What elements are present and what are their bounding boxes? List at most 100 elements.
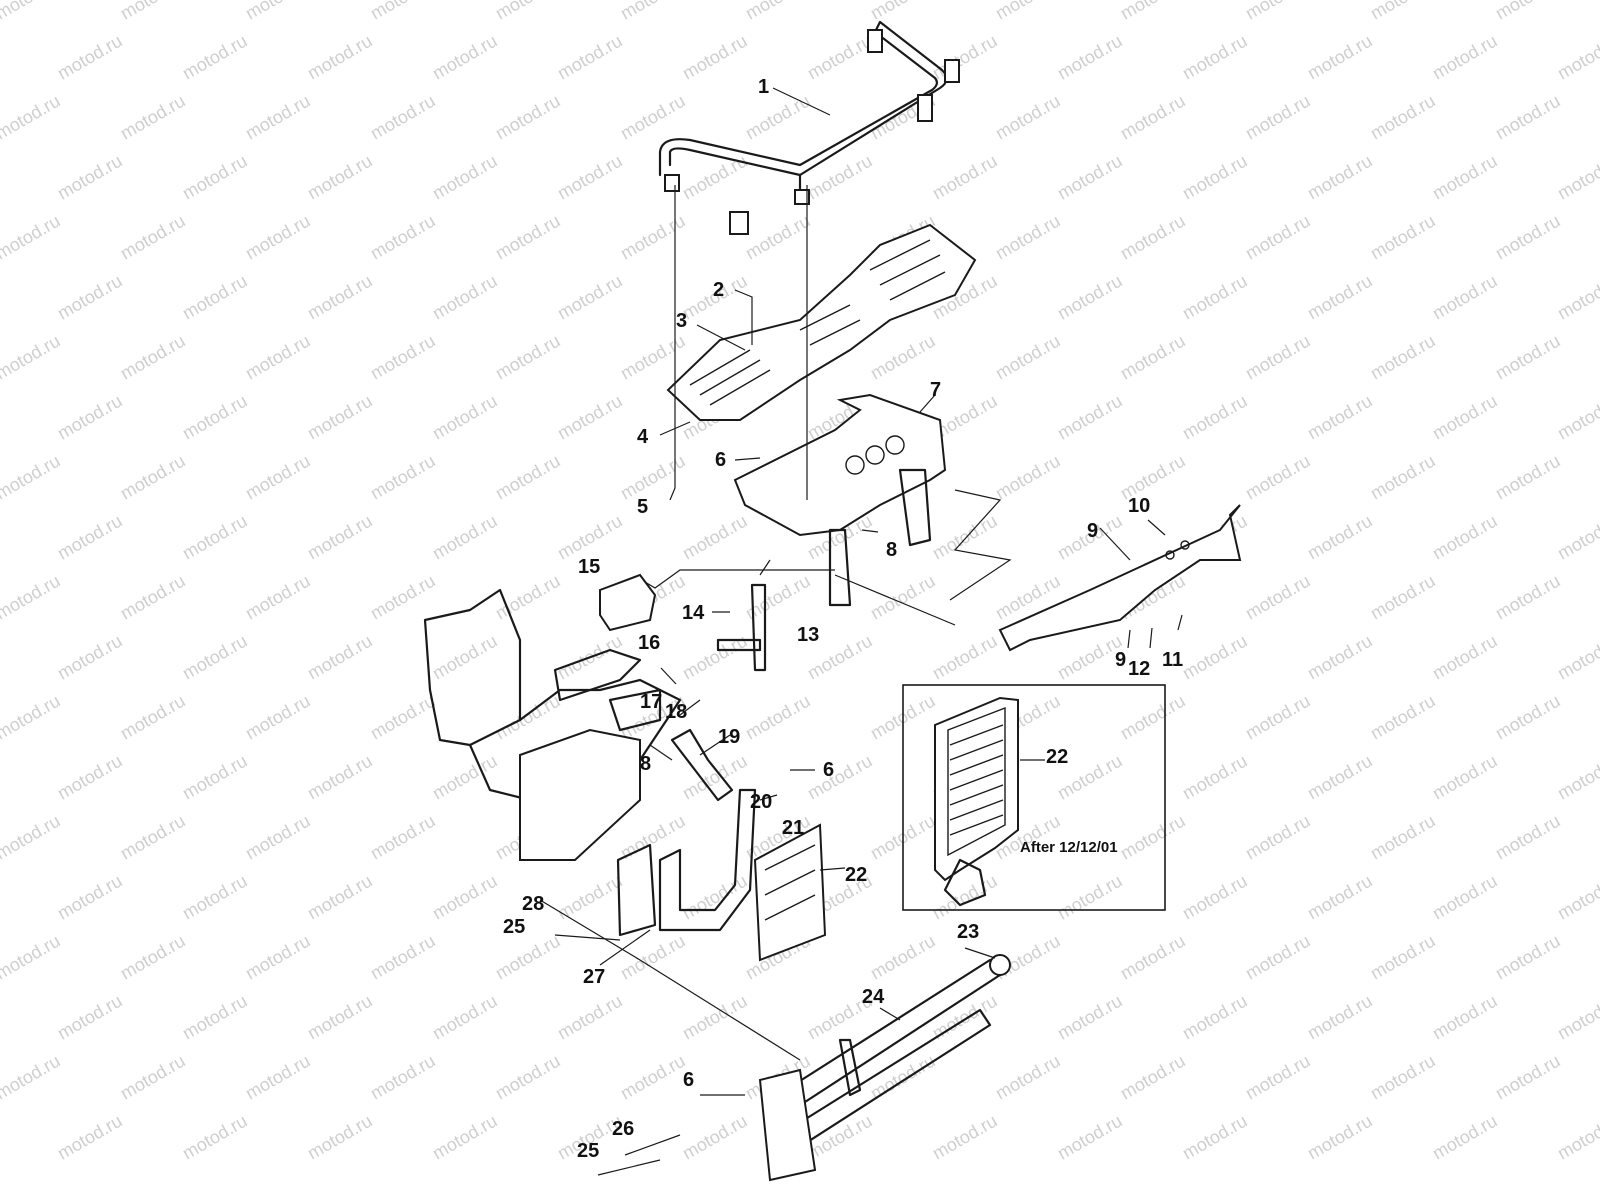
watermark-text: motod.ru bbox=[617, 0, 689, 23]
watermark-text: motod.ru bbox=[1117, 0, 1189, 23]
watermark-text: motod.ru bbox=[0, 691, 64, 744]
watermark-text: motod.ru bbox=[242, 211, 314, 264]
watermark-text: motod.ru bbox=[367, 691, 439, 744]
watermark-text: motod.ru bbox=[1179, 991, 1251, 1044]
watermark-text: motod.ru bbox=[429, 271, 501, 324]
watermark-text: motod.ru bbox=[117, 811, 189, 864]
callout-label-25b: 25 bbox=[577, 1140, 599, 1162]
watermark-text: motod.ru bbox=[1554, 991, 1600, 1044]
watermark-text: motod.ru bbox=[1429, 1111, 1501, 1164]
watermark-text: motod.ru bbox=[1304, 391, 1376, 444]
watermark-text: motod.ru bbox=[492, 931, 564, 984]
watermark-text: motod.ru bbox=[554, 271, 626, 324]
watermark-text: motod.ru bbox=[1429, 631, 1501, 684]
watermark-text: motod.ru bbox=[0, 1111, 1, 1164]
watermark-text: motod.ru bbox=[492, 451, 564, 504]
watermark-text: motod.ru bbox=[742, 91, 814, 144]
inset-note-label: After 12/12/01 bbox=[1020, 839, 1118, 856]
watermark-text: motod.ru bbox=[554, 31, 626, 84]
watermark-text: motod.ru bbox=[367, 811, 439, 864]
watermark-text: motod.ru bbox=[117, 691, 189, 744]
watermark-text: motod.ru bbox=[1054, 151, 1126, 204]
watermark-text: motod.ru bbox=[617, 211, 689, 264]
watermark-text: motod.ru bbox=[54, 271, 126, 324]
watermark-text: motod.ru bbox=[1492, 331, 1564, 384]
callout-label-10: 10 bbox=[1128, 495, 1150, 517]
watermark-text: motod.ru bbox=[0, 631, 1, 684]
watermark-text: motod.ru bbox=[1429, 751, 1501, 804]
watermark-text: motod.ru bbox=[117, 571, 189, 624]
watermark-text: motod.ru bbox=[929, 1111, 1001, 1164]
watermark-text: motod.ru bbox=[179, 751, 251, 804]
watermark-text: motod.ru bbox=[0, 571, 64, 624]
callout-label-25a: 25 bbox=[503, 916, 525, 938]
watermark-text: motod.ru bbox=[0, 91, 64, 144]
watermark-text: motod.ru bbox=[367, 571, 439, 624]
watermark-text: motod.ru bbox=[0, 1051, 64, 1104]
callout-label-9a: 9 bbox=[1087, 520, 1098, 542]
watermark-text: motod.ru bbox=[1179, 1111, 1251, 1164]
watermark-text: motod.ru bbox=[54, 871, 126, 924]
watermark-text: motod.ru bbox=[679, 511, 751, 564]
callout-label-22b: 22 bbox=[1046, 746, 1068, 768]
watermark-text: motod.ru bbox=[554, 991, 626, 1044]
watermark-text: motod.ru bbox=[304, 631, 376, 684]
callout-label-5: 5 bbox=[637, 496, 648, 518]
watermark-text: motod.ru bbox=[1117, 91, 1189, 144]
callout-label-6b: 6 bbox=[823, 759, 834, 781]
callout-label-27: 27 bbox=[583, 966, 605, 988]
watermark-text: motod.ru bbox=[367, 331, 439, 384]
watermark-text: motod.ru bbox=[1554, 631, 1600, 684]
callout-label-24: 24 bbox=[862, 986, 885, 1008]
callout-label-22a: 22 bbox=[845, 864, 867, 886]
watermark-text: motod.ru bbox=[929, 151, 1001, 204]
part-7-front-rack bbox=[733, 393, 947, 607]
callout-label-2: 2 bbox=[713, 279, 724, 301]
watermark-text: motod.ru bbox=[1117, 211, 1189, 264]
watermark-text: motod.ru bbox=[304, 751, 376, 804]
watermark-text: motod.ru bbox=[1367, 931, 1439, 984]
watermark-text: motod.ru bbox=[492, 211, 564, 264]
watermark-text: motod.ru bbox=[617, 1051, 689, 1104]
watermark-text: motod.ru bbox=[0, 31, 1, 84]
part-1-rack-bar bbox=[658, 20, 960, 235]
watermark-text: motod.ru bbox=[1179, 391, 1251, 444]
watermark-text: motod.ru bbox=[54, 631, 126, 684]
watermark-text: motod.ru bbox=[867, 0, 939, 23]
watermark-text: motod.ru bbox=[1242, 0, 1314, 23]
callout-label-4: 4 bbox=[637, 426, 649, 448]
watermark-text: motod.ru bbox=[429, 991, 501, 1044]
watermark-text: motod.ru bbox=[1304, 31, 1376, 84]
watermark-text: motod.ru bbox=[929, 871, 1001, 924]
watermark-text: motod.ru bbox=[367, 1051, 439, 1104]
watermark-text: motod.ru bbox=[242, 1051, 314, 1104]
watermark-text: motod.ru bbox=[992, 1051, 1064, 1104]
watermark-text: motod.ru bbox=[179, 871, 251, 924]
watermark-text: motod.ru bbox=[1367, 691, 1439, 744]
watermark-text: motod.ru bbox=[742, 0, 814, 23]
watermark-text: motod.ru bbox=[1179, 871, 1251, 924]
watermark-text: motod.ru bbox=[304, 151, 376, 204]
watermark-text: motod.ru bbox=[1554, 1111, 1600, 1164]
watermark-text: motod.ru bbox=[1367, 211, 1439, 264]
watermark-text: motod.ru bbox=[929, 511, 1001, 564]
watermark-text: motod.ru bbox=[1117, 811, 1189, 864]
watermark-text: motod.ru bbox=[554, 151, 626, 204]
watermark-text: motod.ru bbox=[679, 1111, 751, 1164]
callout-label-18: 18 bbox=[665, 701, 687, 723]
watermark-text: motod.ru bbox=[1367, 331, 1439, 384]
watermark-text: motod.ru bbox=[1242, 931, 1314, 984]
watermark-text: motod.ru bbox=[429, 151, 501, 204]
watermark-text: motod.ru bbox=[429, 1111, 501, 1164]
watermark-text: motod.ru bbox=[1429, 271, 1501, 324]
watermark-text: motod.ru bbox=[179, 151, 251, 204]
watermark-text: motod.ru bbox=[1492, 91, 1564, 144]
leader-lines bbox=[539, 87, 1183, 1176]
watermark-text: motod.ru bbox=[1179, 271, 1251, 324]
watermark-text: motod.ru bbox=[1242, 91, 1314, 144]
watermark-text: motod.ru bbox=[117, 331, 189, 384]
watermark-text: motod.ru bbox=[679, 31, 751, 84]
part-21-22-side-panel bbox=[753, 823, 827, 962]
watermark-text: motod.ru bbox=[492, 331, 564, 384]
